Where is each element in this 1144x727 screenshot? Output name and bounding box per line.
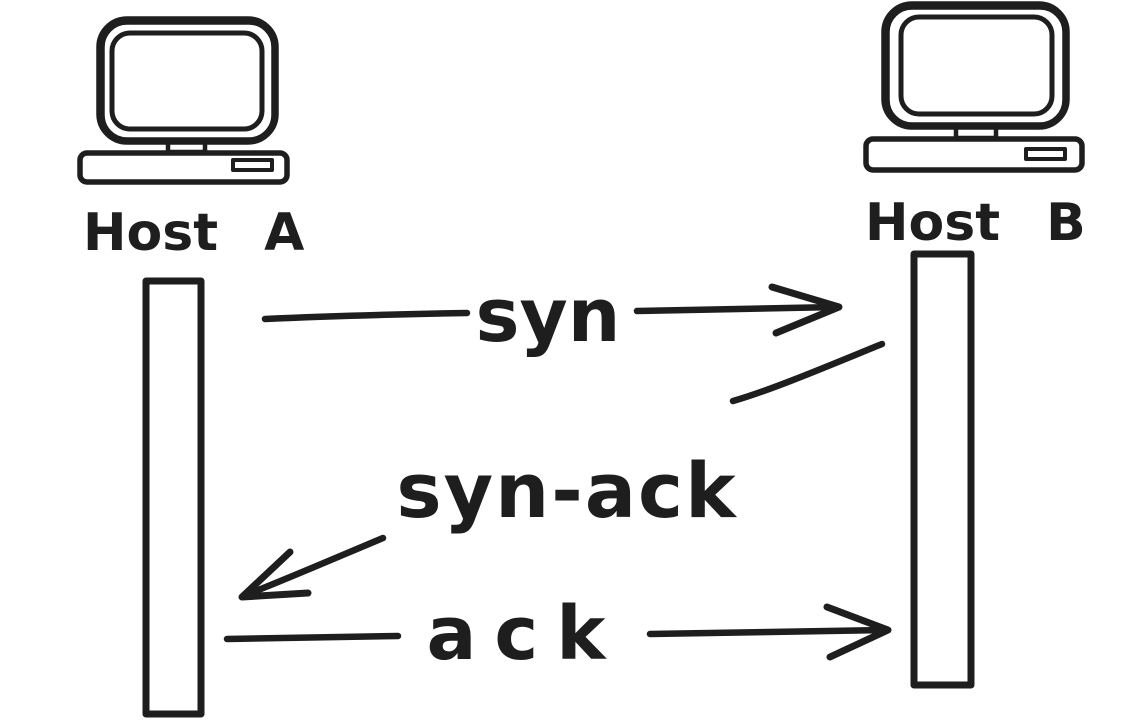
monitor-screen: [898, 14, 1055, 117]
computer-base: [77, 150, 290, 185]
lifeline-host-b: [910, 250, 975, 689]
message-line-lower: [239, 534, 387, 600]
arrowhead-right-icon: [768, 283, 843, 337]
actor-host-a: Host A: [77, 16, 304, 718]
monitor-stand: [953, 123, 999, 141]
message-syn: syn: [261, 273, 843, 359]
message-label-syn-ack: syn-ack: [396, 446, 737, 535]
computer-icon: [863, 1, 1085, 173]
disk-slot: [1024, 147, 1067, 161]
message-line-left: [261, 309, 471, 323]
actor-label-host-b: Host B: [865, 193, 1086, 253]
arrowhead-right-icon: [823, 603, 892, 661]
message-line-upper: [729, 340, 886, 405]
disk-slot: [231, 158, 274, 172]
message-syn-ack: syn-ack: [238, 340, 886, 601]
lifeline-host-a: [142, 277, 205, 718]
arrowhead-left-icon: [238, 548, 312, 601]
message-label-ack: ack: [426, 591, 623, 677]
message-ack: ack: [223, 591, 892, 677]
monitor-screen: [109, 30, 265, 132]
message-line-right: [633, 303, 842, 315]
computer-base: [863, 136, 1085, 173]
message-line-left: [223, 632, 402, 643]
computer-icon: [77, 16, 290, 185]
actor-label-host-a: Host A: [83, 203, 304, 263]
message-label-syn: syn: [476, 273, 621, 359]
actor-host-b: Host B: [863, 1, 1086, 689]
message-line-right: [646, 626, 890, 638]
